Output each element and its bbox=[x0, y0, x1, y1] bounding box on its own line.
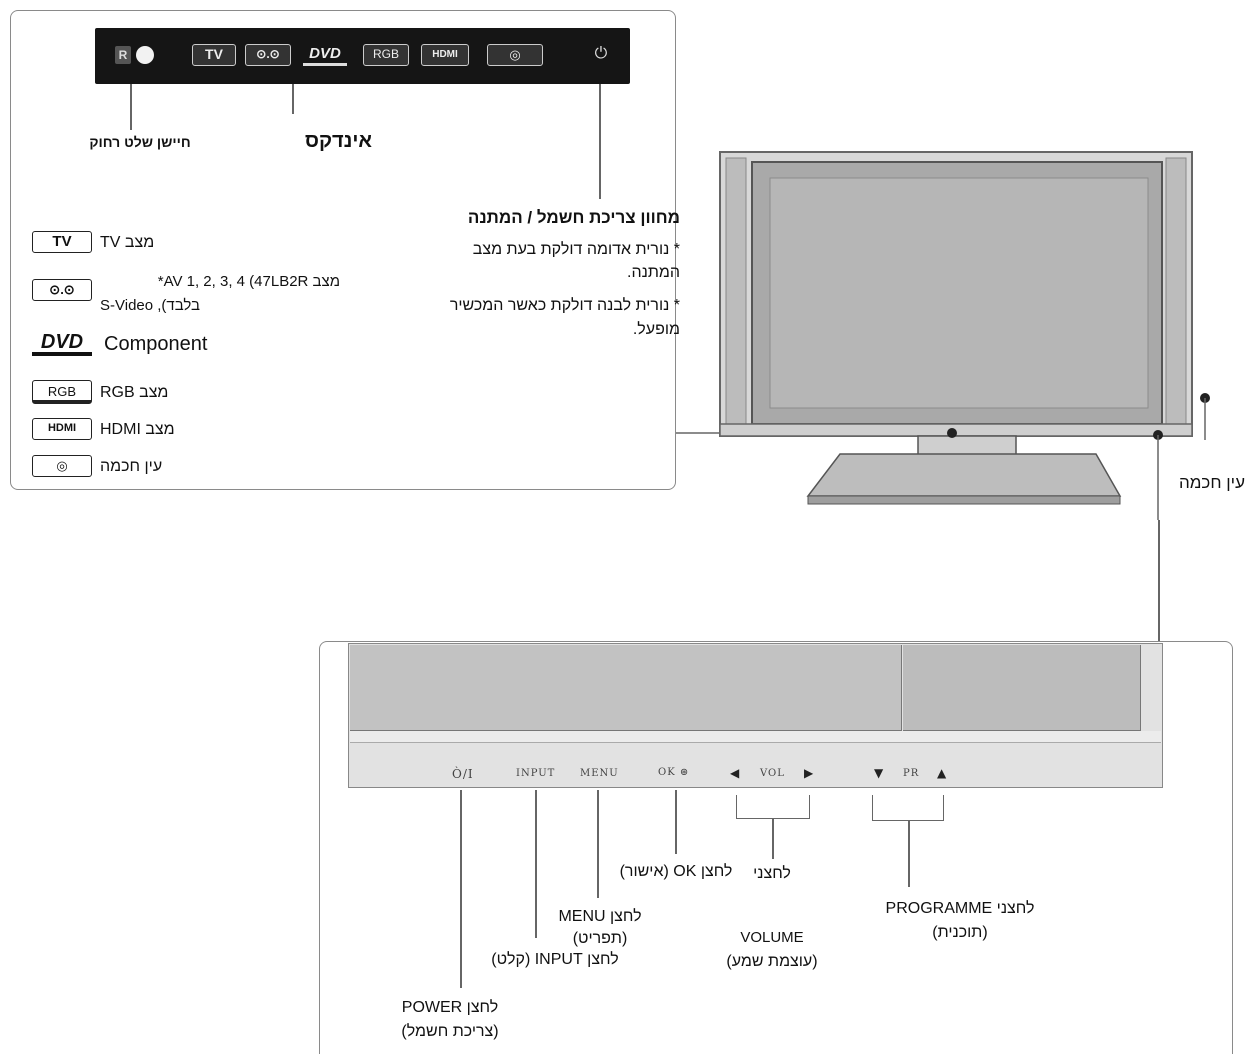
standby-title: מחוון צריכת חשמל / המתנה bbox=[467, 208, 680, 227]
menu-label-2: (תפריט) bbox=[572, 930, 628, 947]
power-label-1: לחצן POWER bbox=[401, 999, 499, 1016]
volume-label-2: VOLUME bbox=[740, 929, 804, 946]
ok-leader bbox=[675, 790, 677, 854]
strip-power-icon: ⏻ bbox=[594, 45, 608, 62]
power-button[interactable]: Ò/I bbox=[452, 767, 474, 781]
legend-av-text-2: בלבד), S-Video bbox=[100, 297, 201, 314]
index-label: אינדקס bbox=[305, 130, 372, 152]
programme-label-2: (תוכנית) bbox=[932, 924, 988, 941]
standby-line-3: * נורית לבנה דולקת כאשר המכשיר bbox=[449, 297, 680, 314]
input-label: לחצן INPUT (קלט) bbox=[491, 951, 619, 968]
power-leader bbox=[460, 790, 462, 988]
standby-line-4: מופעל. bbox=[632, 321, 680, 338]
standby-line-2: המתנה. bbox=[627, 264, 680, 281]
legend-tv-badge: TV bbox=[32, 231, 92, 253]
control-bezel-lip bbox=[350, 731, 1161, 743]
legend-rgb-badge: RGB bbox=[32, 380, 92, 404]
legend-hdmi-text: מצב HDMI bbox=[100, 421, 175, 438]
remote-sensor-icon bbox=[136, 46, 154, 64]
tv-intelligent-eye-label: עין חכמה bbox=[1178, 473, 1245, 492]
legend-rgb-text: מצב RGB bbox=[100, 384, 169, 401]
programme-down-button[interactable]: ▼ bbox=[874, 766, 885, 780]
strip-hdmi-badge: HDMI bbox=[421, 44, 469, 66]
programme-label: PR bbox=[903, 768, 920, 779]
strip-tv-badge: TV bbox=[192, 44, 236, 66]
strip-rgb-badge: RGB bbox=[363, 44, 409, 66]
legend-dvd-text: Component bbox=[104, 333, 208, 355]
legend-av-text: מצב AV 1, 2, 3, 4 (47LB2R* bbox=[157, 273, 340, 290]
ok-label: לחצן OK (אישור) bbox=[619, 863, 733, 880]
volume-label-1: לחצני bbox=[753, 865, 791, 882]
strip-intelligent-eye-icon: ◎ bbox=[487, 44, 543, 66]
volume-label-3: (עוצמת שמע) bbox=[726, 953, 818, 970]
remote-sensor-label: חיישן שלט רחוק bbox=[89, 134, 191, 150]
volume-label: VOL bbox=[760, 768, 785, 779]
remote-sensor-leader bbox=[130, 84, 132, 130]
ok-button[interactable]: OK ⊛ bbox=[658, 767, 690, 778]
programme-up-button[interactable]: ▲ bbox=[937, 766, 948, 780]
legend-dvd-icon: DVD bbox=[32, 332, 92, 356]
volume-down-button[interactable]: ◀ bbox=[730, 766, 741, 780]
legend-intelligent-eye-icon: ◎ bbox=[32, 455, 92, 477]
tv-illustration bbox=[676, 151, 1210, 520]
legend-tv-text: מצב TV bbox=[100, 234, 155, 251]
menu-button[interactable]: MENU bbox=[580, 768, 619, 779]
remote-letter: R bbox=[115, 46, 131, 64]
volume-leader bbox=[772, 819, 774, 859]
tv-to-controls-leader bbox=[1158, 520, 1160, 642]
legend-hdmi-badge: HDMI bbox=[32, 418, 92, 440]
programme-label-1: לחצני PROGRAMME bbox=[885, 900, 1035, 917]
input-leader bbox=[535, 790, 537, 938]
volume-bracket bbox=[736, 795, 810, 819]
indicator-panel bbox=[10, 10, 676, 490]
power-label-2: (צריכת חשמל) bbox=[401, 1023, 499, 1040]
control-bezel-main bbox=[350, 645, 902, 731]
index-leader bbox=[292, 84, 294, 114]
programme-bracket bbox=[872, 795, 944, 821]
programme-leader bbox=[908, 821, 910, 887]
volume-up-button[interactable]: ▶ bbox=[804, 766, 815, 780]
strip-av-icon: ⊙.⊙ bbox=[245, 44, 291, 66]
legend-intelligent-eye-text: עין חכמה bbox=[100, 458, 163, 475]
menu-label-1: לחצן MENU bbox=[558, 908, 642, 925]
legend-av-icon: ⊙.⊙ bbox=[32, 279, 92, 301]
strip-dvd-icon: DVD bbox=[303, 44, 347, 66]
standby-line-1: * נורית אדומה דולקת בעת מצב bbox=[472, 241, 680, 258]
menu-leader bbox=[597, 790, 599, 898]
front-indicator-strip: R TV ⊙.⊙ DVD RGB HDMI ◎ ⏻ bbox=[95, 28, 630, 84]
input-button[interactable]: INPUT bbox=[516, 768, 556, 779]
control-bezel-side bbox=[903, 645, 1141, 731]
standby-leader bbox=[599, 84, 601, 199]
